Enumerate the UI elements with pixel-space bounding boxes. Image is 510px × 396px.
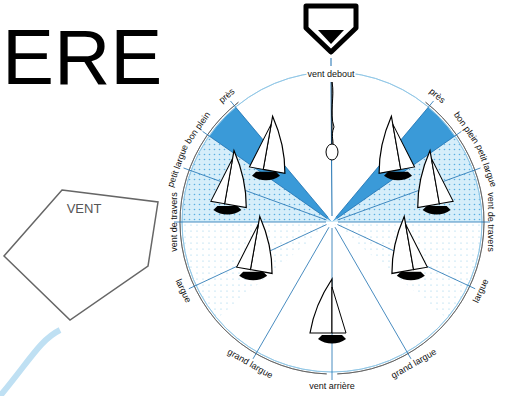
close-hauled-zone [332,107,455,222]
point-of-sail-label: grand largue [225,347,275,381]
sail-ray [174,222,326,223]
wind-label: VENT [67,202,102,215]
point-of-sail-label: grand largue [389,347,439,381]
close-hauled-zone [209,107,332,222]
sailboat [211,151,256,215]
point-of-sail-label: vent debout [306,70,355,79]
sailboat [249,116,294,180]
sailboat [326,82,338,160]
sailboat [310,279,346,344]
sailboat [370,116,415,180]
sailboat [237,216,282,280]
point-of-sail-label: près [427,87,448,106]
sail-ray [184,168,327,220]
boats [211,82,453,344]
point-of-sail-label: vent de travers [486,191,495,253]
point-of-sail-label: vent de travers [170,191,179,253]
point-of-sail-label: petit largue [474,143,498,190]
sailboat [383,216,428,280]
sailboat [408,151,453,215]
point-of-sail-label: vent arrière [308,382,356,391]
cropped-title-fragment: ERE [2,18,162,96]
point-of-sail-label: largue [174,277,194,305]
wind-arrow [306,6,356,52]
point-of-sail-label: petit largue [166,143,190,190]
sail-ray [338,222,490,223]
point-of-sail-label: près [216,87,237,106]
wind-fan [174,58,490,380]
wind-arrow-box: VENT [0,186,162,324]
sail-ray [338,168,481,220]
background-curve [0,330,60,396]
point-of-sail-label: largue [471,277,491,305]
